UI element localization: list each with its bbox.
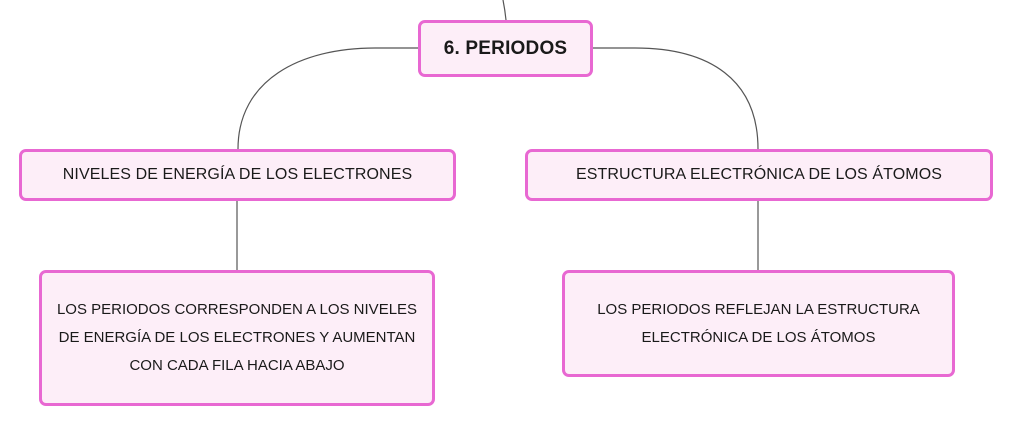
connector-parent-to-root [502, 0, 507, 21]
branch-label-energy-levels: NIVELES DE ENERGÍA DE LOS ELECTRONES [62, 166, 413, 183]
detail-node-energy-levels[interactable]: LOS PERIODOS CORRESPONDEN A LOS NIVELES … [39, 270, 435, 406]
branch-label-electronic-structure: ESTRUCTURA ELECTRÓNICA DE LOS ÁTOMOS [575, 166, 943, 183]
branch-node-electronic-structure[interactable]: ESTRUCTURA ELECTRÓNICA DE LOS ÁTOMOS [525, 149, 993, 201]
connector-root-to-left-branch [237, 47, 418, 150]
connector-root-to-right-branch [593, 47, 759, 150]
root-topic-label: 6. PERIODOS [443, 37, 568, 59]
branch-node-energy-levels[interactable]: NIVELES DE ENERGÍA DE LOS ELECTRONES [19, 149, 456, 201]
detail-text-energy-levels: LOS PERIODOS CORRESPONDEN A LOS NIVELES … [56, 301, 418, 374]
detail-node-electronic-structure[interactable]: LOS PERIODOS REFLEJAN LA ESTRUCTURA ELEC… [562, 270, 955, 377]
detail-text-electronic-structure: LOS PERIODOS REFLEJAN LA ESTRUCTURA ELEC… [597, 300, 920, 346]
root-topic-node[interactable]: 6. PERIODOS [418, 20, 593, 77]
